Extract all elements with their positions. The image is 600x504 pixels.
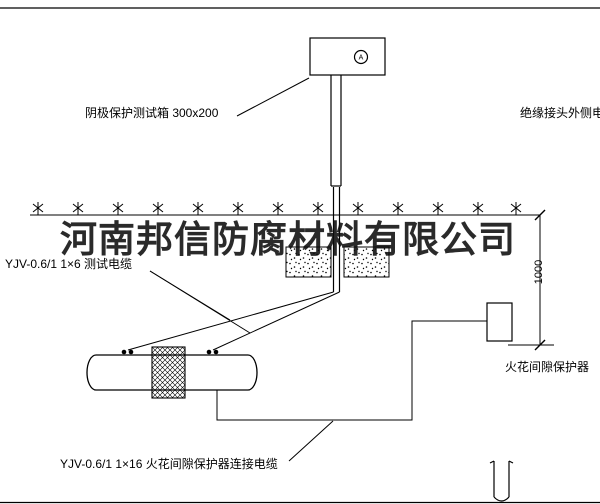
test-cables [127,291,340,351]
connection-cable-leader-line [288,420,334,462]
test-box-leader-line [236,77,310,117]
dimension-1000-text: 1000 [533,259,546,285]
concrete-foundation [285,246,390,278]
terminal-letter: A [359,55,364,62]
test-cable-leader-lines [149,270,251,334]
sheet-frame [0,7,600,504]
insulated-joint-flange [151,346,186,399]
terminal-circle-icon [353,49,369,65]
spark-gap-protector-label: 火花间隙保护器 [505,360,590,374]
cable-weld-points [121,349,219,355]
company-watermark: 河南邦信防腐材料有限公司 [60,220,516,261]
test-cable-label: YJV-0.6/1 1×6 测试电缆 [5,257,133,271]
connection-cable-label: YJV-0.6/1 1×16 火花间隙保护器连接电缆 [60,457,278,471]
protector-connection-cable [216,320,487,421]
dimension-line [508,209,554,351]
support-post [330,75,342,292]
test-box [309,37,386,76]
pipe-section-symbol [489,460,514,502]
test-box-label: 阴极保护测试箱 300x200 [85,106,219,120]
spark-gap-protector [486,302,513,342]
insulated-joint-cable-label: 绝缘接头外侧电缆 [520,106,600,120]
